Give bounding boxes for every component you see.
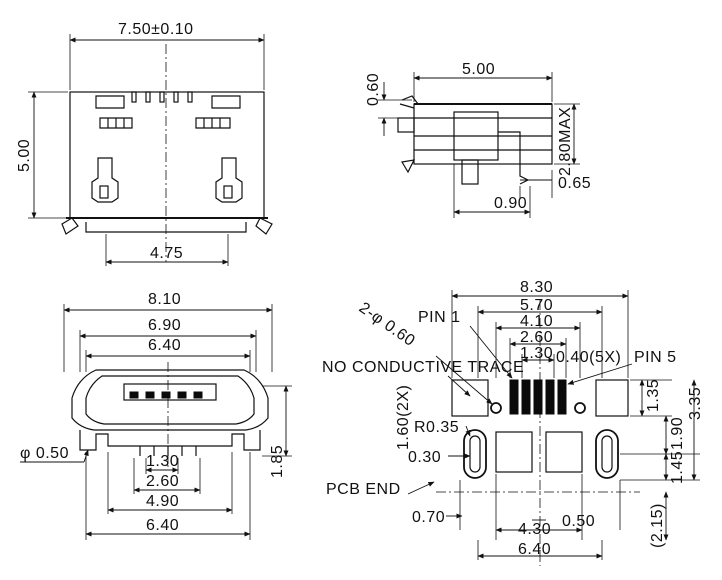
- bottom-inner-width: 6.40: [148, 337, 181, 354]
- footprint-gap-050: 0.50: [562, 513, 595, 530]
- footprint-pcb-end-label: PCB END: [326, 481, 401, 498]
- front-latch-right: [211, 95, 241, 109]
- footprint-edge-070: 0.70: [412, 509, 445, 526]
- side-offset-dim: 0.90: [494, 195, 527, 212]
- side-foot-left: [401, 159, 416, 174]
- footprint-slot-width: 1.60(2X): [395, 385, 412, 450]
- front-pin-2: [145, 91, 151, 103]
- front-foot-left: [61, 217, 79, 235]
- footprint-pad-center-right: [545, 431, 583, 473]
- footprint-v215: (2.15): [649, 503, 666, 548]
- front-height-dim: 5.00: [16, 139, 33, 172]
- footprint-signal-pad-1: [509, 379, 519, 415]
- footprint-v335: 3.35: [687, 387, 704, 420]
- footprint-pad-center-left: [495, 431, 533, 473]
- front-width-dim: 7.50±0.10: [118, 21, 194, 38]
- footprint-v190: 1.90: [669, 417, 686, 450]
- footprint-pad-width: 0.40(5X): [556, 349, 621, 366]
- side-latch: [399, 95, 419, 109]
- footprint-slot-dia: 0.30: [408, 449, 441, 466]
- front-post-right-hole: [223, 185, 233, 199]
- footprint-w260: 2.60: [520, 329, 553, 346]
- footprint-hole-right: [574, 402, 586, 414]
- footprint-slot-left: [463, 429, 487, 479]
- footprint-slot-right: [595, 429, 619, 479]
- bottom-view: 8.10 6.90 6.40 φ 0.50 1.30 2.60 4.90 6.4…: [20, 291, 292, 540]
- footprint-mount-pad-left: [451, 379, 489, 417]
- footprint-w130: 1.30: [520, 345, 553, 362]
- front-post-left-hole: [99, 185, 109, 199]
- footprint-pitch-430: 4.30: [518, 521, 551, 538]
- footprint-signal-pad-2: [521, 379, 531, 415]
- footprint-signal-pad-5: [557, 379, 567, 415]
- bottom-base-width: 6.40: [146, 517, 179, 534]
- front-slot: [85, 222, 247, 233]
- front-pin-1: [131, 91, 137, 103]
- bottom-pin-span: 2.60: [146, 473, 179, 490]
- front-body-outline: [69, 91, 265, 219]
- footprint-hole-label: 2-φ 0.60: [356, 299, 418, 350]
- footprint-signal-pad-3: [533, 379, 543, 415]
- side-height-dim: 2.80MAX: [557, 107, 574, 176]
- front-post-right: [215, 157, 243, 203]
- footprint-overall: 8.30: [520, 279, 553, 296]
- front-contacts-right: [195, 117, 231, 129]
- footprint-radius: R0.35: [414, 419, 459, 436]
- bottom-post-dia: φ 0.50: [20, 445, 69, 462]
- front-slot-dim: 4.75: [150, 245, 183, 262]
- side-post: [461, 159, 479, 185]
- bottom-post-span: 4.90: [146, 493, 179, 510]
- bottom-contact-3: [161, 391, 171, 399]
- footprint-w410: 4.10: [520, 313, 553, 330]
- side-top-dim: 0.60: [365, 73, 382, 106]
- side-lead: [498, 131, 530, 185]
- side-body-outline: [413, 103, 553, 165]
- front-foot-right: [255, 217, 273, 235]
- bottom-height: 1.85: [269, 445, 286, 478]
- side-view: 5.00 0.60 2.80MAX 0.65 0.90: [365, 61, 591, 218]
- bottom-outer-width: 8.10: [148, 291, 181, 308]
- footprint-mount-pad-right: [595, 379, 629, 417]
- front-pin-4: [173, 91, 179, 103]
- footprint-w570: 5.70: [520, 297, 553, 314]
- front-view: 7.50±0.10 5.00 4.75: [16, 21, 273, 266]
- bottom-contact-2: [145, 391, 155, 399]
- front-post-left: [91, 157, 119, 203]
- footprint-pin5-label: PIN 5: [634, 349, 677, 366]
- footprint-v135: 1.35: [645, 379, 662, 412]
- bottom-pitch: 1.30: [146, 453, 179, 470]
- bottom-mid-width: 6.90: [148, 317, 181, 334]
- footprint-signal-pad-4: [545, 379, 555, 415]
- bottom-contact-5: [193, 391, 203, 399]
- footprint-bottom-640: 6.40: [518, 541, 551, 558]
- front-pin-5: [187, 91, 193, 103]
- bottom-inner-outline: [85, 375, 255, 425]
- front-latch-left: [95, 95, 125, 109]
- footprint-no-trace-label: NO CONDUCTIVE TRACE: [322, 359, 524, 376]
- bottom-contact-block: [123, 383, 217, 401]
- side-tab: [397, 117, 415, 133]
- footprint-v145: 1.45: [669, 451, 686, 484]
- footprint-hole-left: [490, 402, 502, 414]
- front-contacts-left: [99, 117, 133, 129]
- bottom-contact-4: [177, 391, 187, 399]
- side-length-dim: 5.00: [462, 61, 495, 78]
- pcb-footprint: 8.30 5.70 4.10 2.60 1.30 PIN 1 PIN 5 2-φ…: [322, 279, 704, 566]
- front-pin-3: [159, 91, 165, 103]
- side-lead-dim: 0.65: [558, 175, 591, 192]
- bottom-contact-1: [129, 391, 139, 399]
- footprint-pin1-label: PIN 1: [418, 309, 461, 326]
- bottom-base: [79, 430, 261, 451]
